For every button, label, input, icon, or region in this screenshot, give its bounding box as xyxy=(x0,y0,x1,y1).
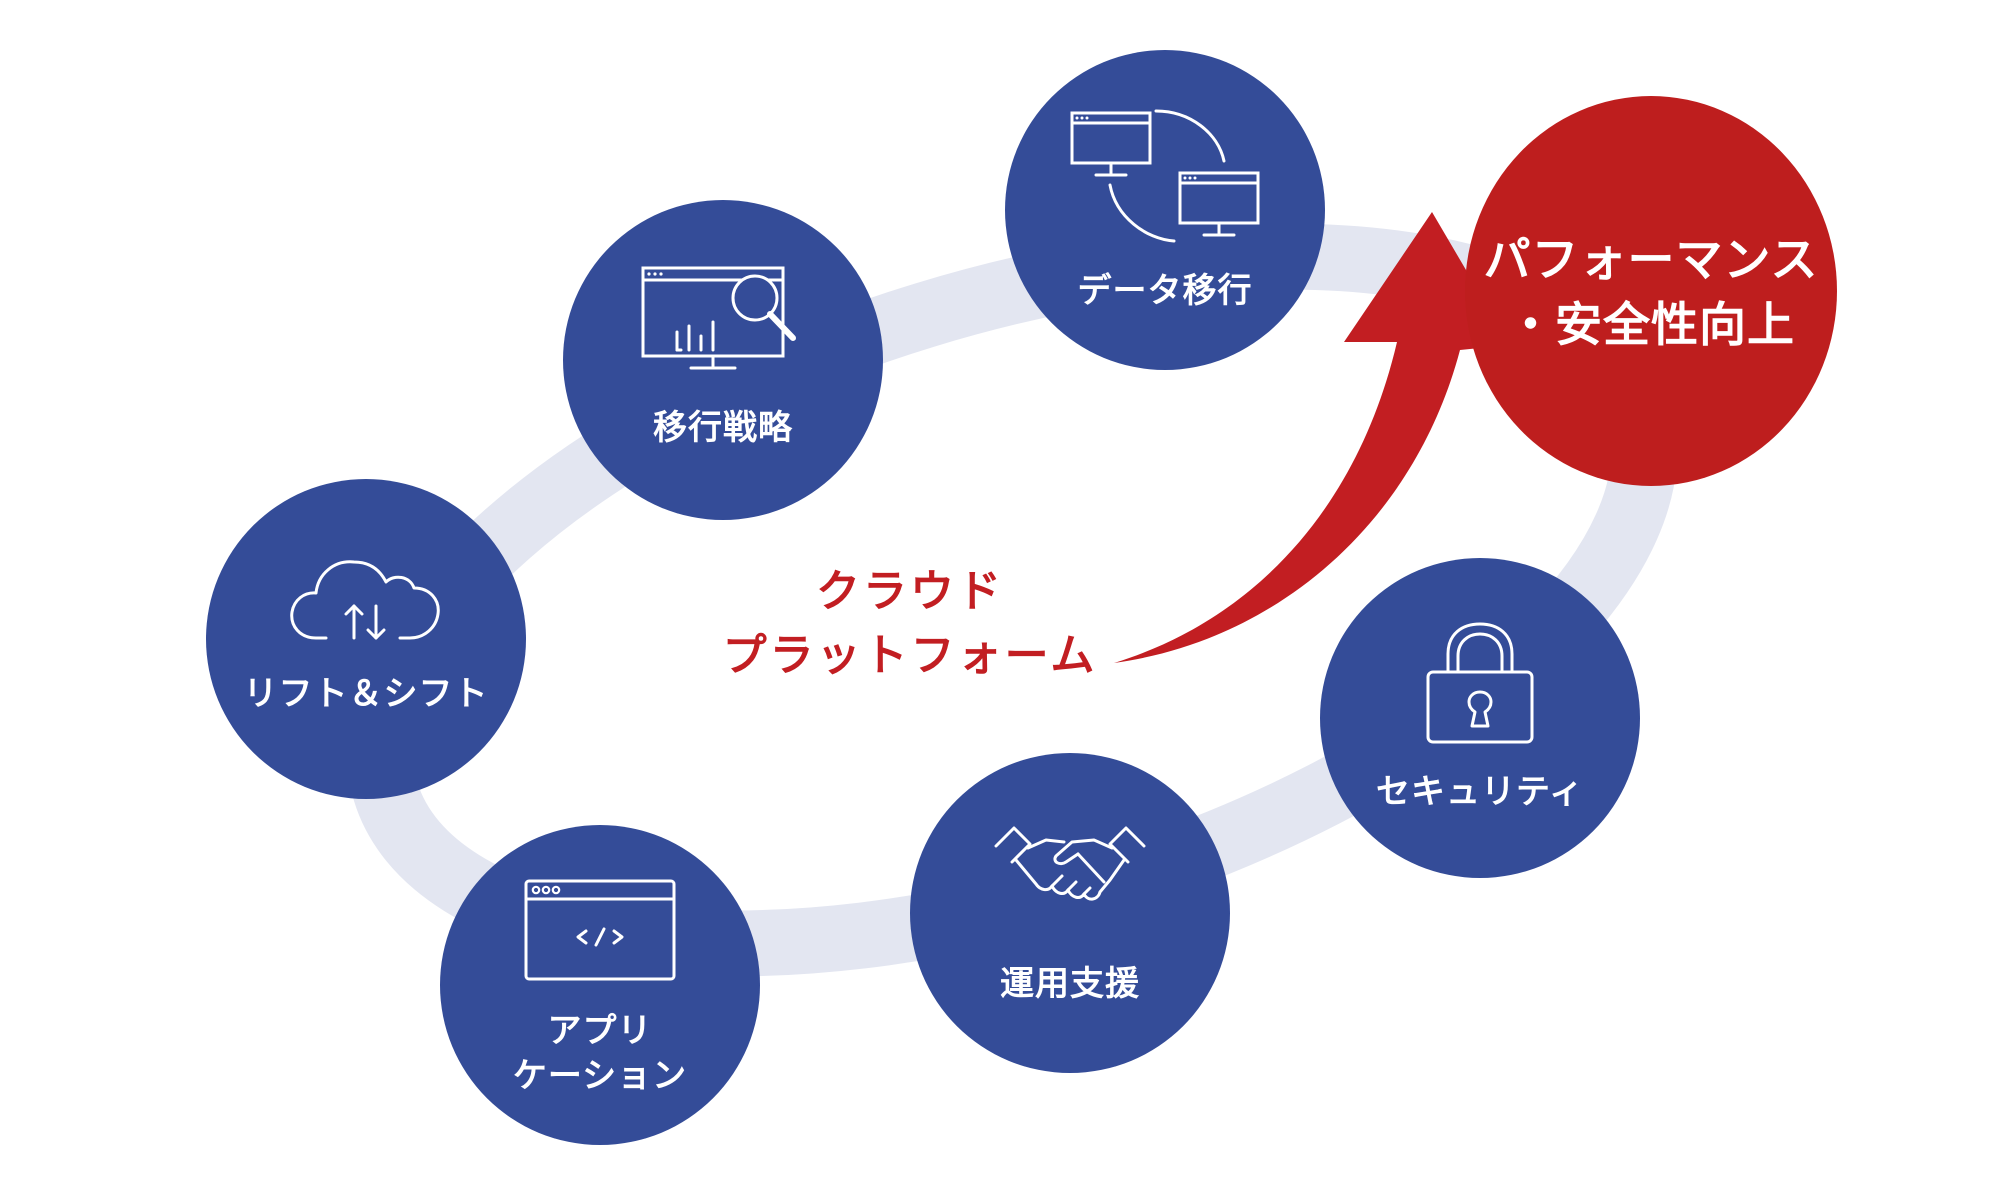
node-security: セキュリティ xyxy=(1320,558,1640,878)
code-window-icon xyxy=(524,879,676,981)
node-migration-strategy: 移行戦略 xyxy=(563,200,883,520)
padlock-icon xyxy=(1426,622,1534,744)
node-goal-label: パフォーマンス ・安全性向上 xyxy=(1483,229,1818,359)
node-application: アプリ ケーション xyxy=(440,825,760,1145)
node-goal-label-line2: ・安全性向上 xyxy=(1507,298,1795,353)
node-operation-support-label: 運用支援 xyxy=(1000,963,1140,1004)
node-data-migration: データ移行 xyxy=(1005,50,1325,370)
node-goal-label-line1: パフォーマンス xyxy=(1483,233,1819,289)
node-lift-shift: リフト＆シフト xyxy=(206,479,526,799)
node-security-label: セキュリティ xyxy=(1376,771,1584,812)
node-migration-strategy-label: 移行戦略 xyxy=(653,407,793,448)
center-label-line1: クラウド xyxy=(816,566,1004,617)
center-label-line2: プラットフォーム xyxy=(722,629,1098,681)
handshake-icon xyxy=(994,826,1146,901)
node-goal: パフォーマンス ・安全性向上 xyxy=(1465,96,1837,486)
cloud-transfer-icon xyxy=(290,560,440,640)
node-application-label-line1: アプリ xyxy=(547,1011,653,1052)
growth-arrow xyxy=(1114,212,1510,663)
node-operation-support: 運用支援 xyxy=(910,753,1230,1073)
dashboard-search-icon xyxy=(641,266,796,370)
center-label: クラウド プラットフォーム xyxy=(690,560,1130,688)
node-data-migration-label: データ移行 xyxy=(1077,270,1253,311)
monitor-sync-icon xyxy=(1070,109,1260,243)
node-lift-shift-label: リフト＆シフト xyxy=(243,673,489,714)
node-application-label: アプリ ケーション xyxy=(513,1009,687,1099)
node-application-label-line2: ケーション xyxy=(512,1056,688,1096)
